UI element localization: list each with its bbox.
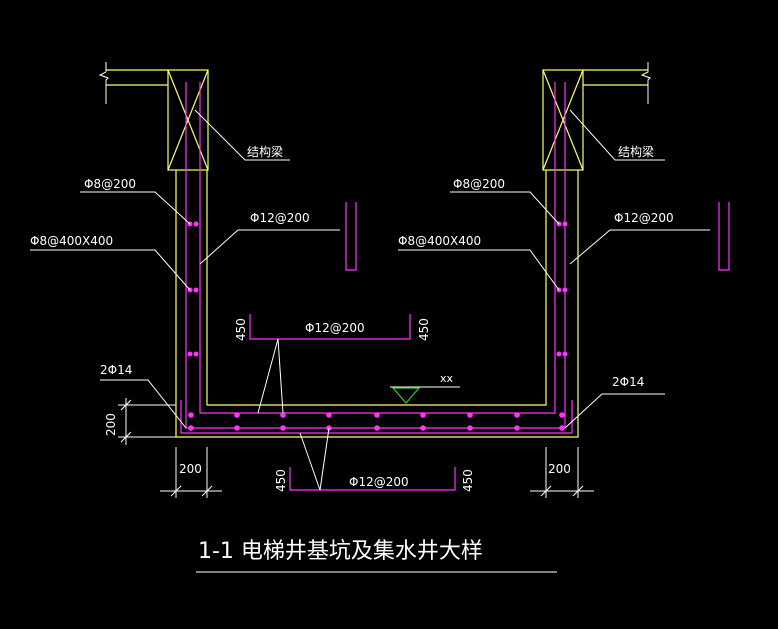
rebar — [180, 82, 730, 491]
dim-hook-top-right: 450 — [417, 318, 431, 341]
slab-bottom-label: Φ12@200 — [349, 475, 409, 489]
pit-structure — [106, 69, 648, 438]
hook-detail-top-left — [345, 202, 357, 271]
break-marks — [98, 62, 651, 104]
level-mark-icon — [391, 387, 421, 404]
slab-bottom-bar-detail — [289, 467, 456, 491]
corner-label-left: 2Φ14 — [100, 363, 132, 377]
beam-label-left: 结构梁 — [247, 144, 283, 159]
dim-slab-thickness: 200 — [104, 413, 118, 436]
pit-inner-outline — [206, 170, 547, 406]
stirrup-label-right: Φ8@200 — [453, 177, 505, 191]
dim-wall-right: 200 — [548, 462, 571, 476]
annotations: 结构梁 结构梁 Φ8@200 Φ8@200 Φ8@400X400 Φ8@400X… — [30, 144, 674, 564]
slab-top-label: Φ12@200 — [305, 321, 365, 335]
slab-top-bar-detail — [249, 314, 411, 340]
dim-hook-bottom-left: 450 — [274, 469, 288, 492]
level-label: xx — [440, 372, 454, 385]
beam-right — [542, 69, 584, 171]
corner-label-right: 2Φ14 — [612, 375, 644, 389]
wall-bar-label-left: Φ12@200 — [250, 211, 310, 225]
drawing-title: 1-1 电梯井基坑及集水井大样 — [198, 539, 483, 564]
hook-detail-top-right — [718, 202, 730, 271]
beam-label-right: 结构梁 — [618, 144, 654, 159]
dim-wall-left: 200 — [179, 462, 202, 476]
wall-bar-label-right: Φ12@200 — [614, 211, 674, 225]
dimension-lines — [118, 398, 594, 573]
tie-label-right: Φ8@400X400 — [398, 234, 481, 248]
stirrup-label-left: Φ8@200 — [84, 177, 136, 191]
tie-label-left: Φ8@400X400 — [30, 234, 113, 248]
pit-outer-outline — [175, 170, 579, 438]
dim-hook-top-left: 450 — [234, 318, 248, 341]
beam-left — [167, 69, 209, 171]
dim-hook-bottom-right: 450 — [461, 469, 475, 492]
leaders — [30, 109, 710, 491]
